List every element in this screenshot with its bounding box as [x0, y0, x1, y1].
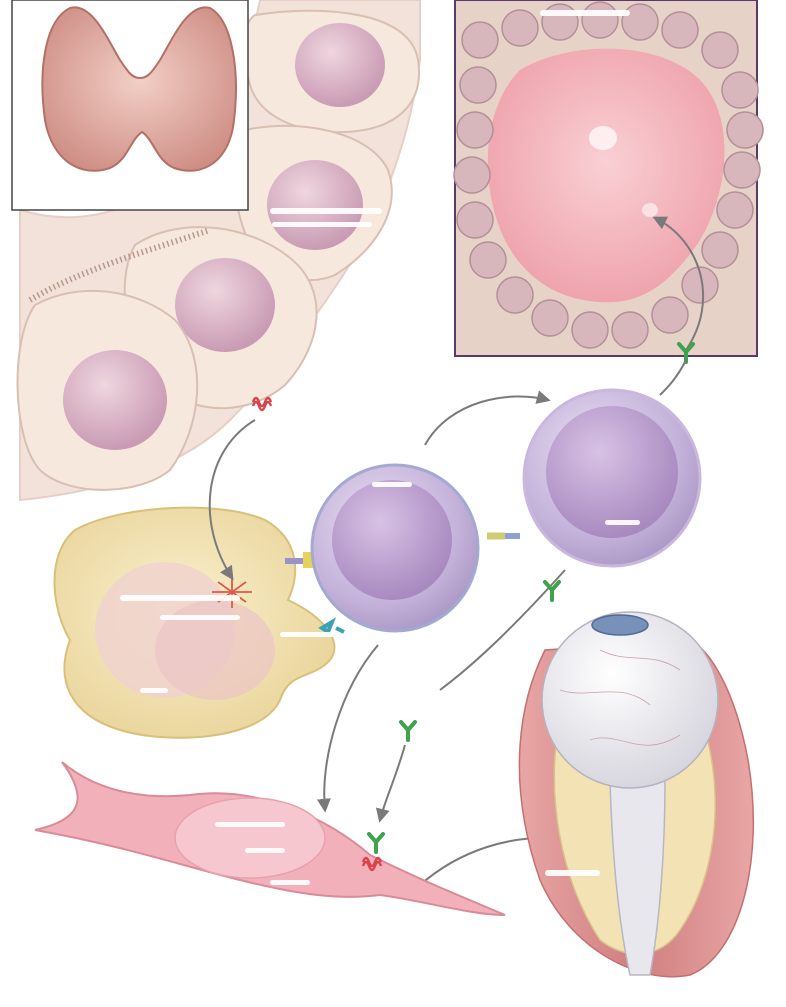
thyroid-follicle-inset: [454, 0, 763, 362]
thyroid-gland-inset: [12, 0, 248, 210]
antibody-icon: [401, 722, 415, 740]
antibody-icon: [369, 834, 383, 852]
epithelial-cell: [244, 11, 419, 132]
t-cell: [312, 465, 478, 631]
fibroblast: [35, 762, 505, 915]
b-cell: [487, 390, 700, 566]
eye-orbit: [519, 612, 753, 977]
epithelial-cell: [18, 291, 198, 490]
eyeball: [542, 612, 718, 788]
cornea: [592, 615, 648, 635]
